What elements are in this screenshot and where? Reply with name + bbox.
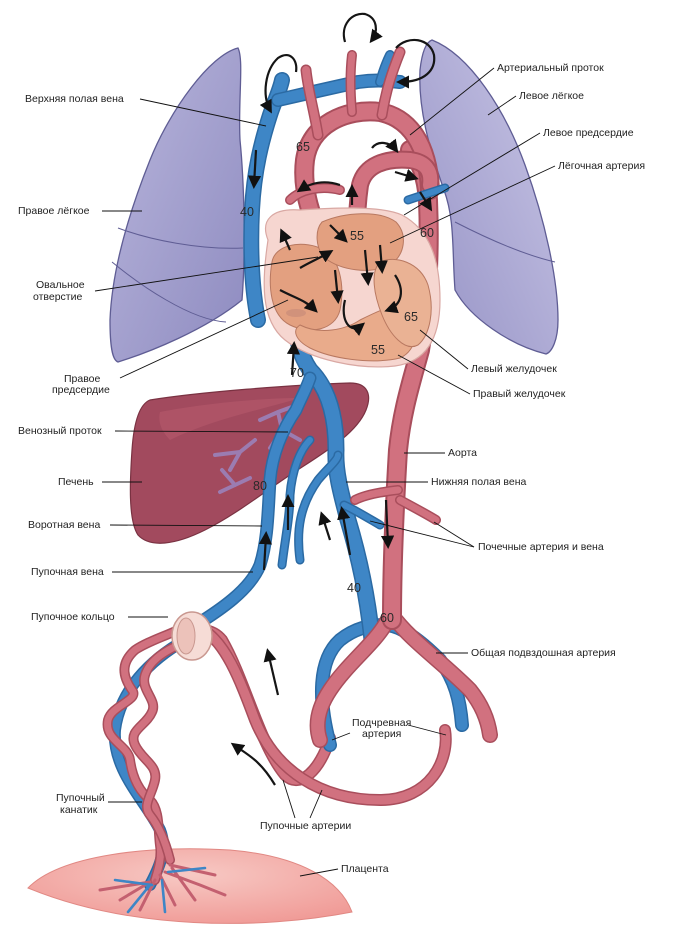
label-superior-vena-cava: Верхняя полая вена [25,93,124,105]
hepatic-vein [295,452,341,563]
right-lung [109,47,245,363]
value-left-ventricle: 65 [404,310,418,324]
label-umbilical-cord: Пупочный [56,792,105,804]
label-hypogastric-artery-2: артерия [362,728,401,740]
label-inferior-vena-cava: Нижняя полая вена [431,476,527,488]
brachiocephalic-trunk [302,66,322,139]
right-lung-fissure [111,261,227,323]
label-right-lung: Правое лёгкое [18,205,90,217]
label-ductus-venosus: Венозный проток [18,425,102,437]
label-placenta: Плацента [341,863,389,875]
umbilical-artery-left [195,623,451,805]
right-lung-fissure [117,227,244,249]
label-umbilical-arteries: Пупочные артерии [260,820,351,832]
left-lung-fissure [454,221,556,263]
label-foramen-ovale: Овальное [36,279,85,291]
value-ivc-lower: 40 [347,581,361,595]
pressure-values: 65 40 55 60 65 55 70 80 40 60 [240,140,434,625]
label-left-lung: Левое лёгкое [519,90,584,102]
label-right-atrium-2: предсердие [52,384,110,396]
label-common-iliac-artery: Общая подвздошная артерия [471,647,616,659]
label-foramen-ovale-2: отверстие [33,291,82,303]
label-umbilical-cord-2: канатик [60,804,98,816]
umbilical-vein [191,373,315,630]
liver-highlight [159,398,300,440]
jugular-vein [376,51,394,86]
leader-lines [94,67,556,877]
left-common-iliac-artery [385,608,497,742]
label-ductus-arteriosus: Артериальный проток [497,62,604,74]
pulmonary-vein [405,185,448,203]
label-umbilical-vein: Пупочная вена [31,566,104,578]
label-left-ventricle: Левый желудочек [471,363,557,375]
placenta [27,848,353,924]
label-right-ventricle: Правый желудочек [473,388,566,400]
label-hypogastric-artery: Подчревная [352,717,411,729]
flow-arrows [230,12,436,786]
value-left-atrium: 55 [350,229,364,243]
right-atrium [269,243,343,331]
placental-veins [113,866,207,914]
label-renal-artery-vein: Почечные артерия и вена [478,541,604,553]
value-ivc-upper: 70 [290,366,304,380]
renal-artery [351,486,402,504]
left-carotid-artery [347,51,356,116]
value-aortic-arch: 65 [296,140,310,154]
label-right-atrium: Правое [64,373,101,385]
value-ductus-venosus: 80 [253,479,267,493]
value-descending-aorta: 60 [380,611,394,625]
value-right-ventricle: 55 [371,343,385,357]
left-subclavian-artery [378,48,404,119]
label-aorta: Аорта [448,447,477,459]
renal-artery-left [396,496,440,524]
label-umbilical-ring: Пупочное кольцо [31,611,115,623]
value-svc: 40 [240,205,254,219]
cord-umbilical-artery-2 [129,636,194,864]
label-left-atrium: Левое предсердие [543,127,634,139]
left-ventricle [373,258,432,348]
label-portal-vein: Воротная вена [28,519,100,531]
umbilical-ring-inner [176,617,196,655]
labels: Верхняя полая вена Артериальный проток Л… [18,62,645,875]
value-pulmonary-trunk: 60 [420,226,434,240]
label-liver: Печень [58,476,94,488]
label-pulmonary-artery: Лёгочная артерия [558,160,645,172]
coronary-sinus [286,309,306,317]
right-common-iliac-artery [311,608,397,747]
